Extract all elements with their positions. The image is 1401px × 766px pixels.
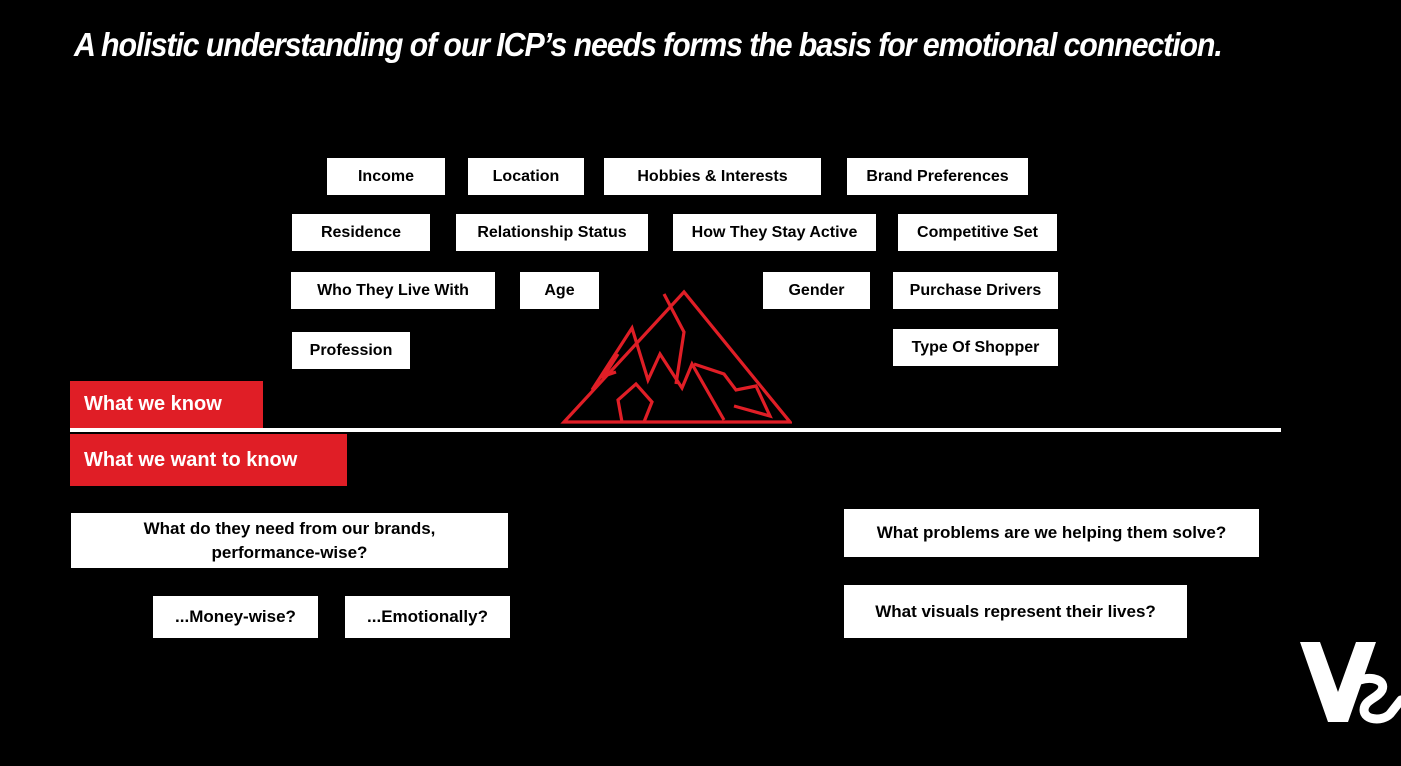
question-emotionally: ...Emotionally?: [345, 596, 510, 638]
tag-competitive-set: Competitive Set: [898, 214, 1057, 251]
brand-logo: [1300, 642, 1401, 724]
tag-who-they-live-with: Who They Live With: [291, 272, 495, 309]
question-visuals: What visuals represent their lives?: [844, 585, 1187, 638]
tag-income: Income: [327, 158, 445, 195]
tag-brand-preferences: Brand Preferences: [847, 158, 1028, 195]
label-what-we-want-to-know: What we want to know: [70, 434, 347, 486]
section-divider: [70, 428, 1281, 432]
tag-profession: Profession: [292, 332, 410, 369]
tag-type-of-shopper: Type Of Shopper: [893, 329, 1058, 366]
question-money: ...Money-wise?: [153, 596, 318, 638]
tag-relationship-status: Relationship Status: [456, 214, 648, 251]
tag-residence: Residence: [292, 214, 430, 251]
question-problems: What problems are we helping them solve?: [844, 509, 1259, 557]
tag-age: Age: [520, 272, 599, 309]
question-performance: What do they need from our brands, perfo…: [71, 513, 508, 568]
tag-how-they-stay-active: How They Stay Active: [673, 214, 876, 251]
slide-title: A holistic understanding of our ICP’s ne…: [74, 26, 1223, 63]
tag-location: Location: [468, 158, 584, 195]
tag-hobbies-interests: Hobbies & Interests: [604, 158, 821, 195]
mountain-icon: [560, 289, 792, 424]
tag-gender: Gender: [763, 272, 870, 309]
tag-purchase-drivers: Purchase Drivers: [893, 272, 1058, 309]
label-what-we-know: What we know: [70, 381, 263, 428]
